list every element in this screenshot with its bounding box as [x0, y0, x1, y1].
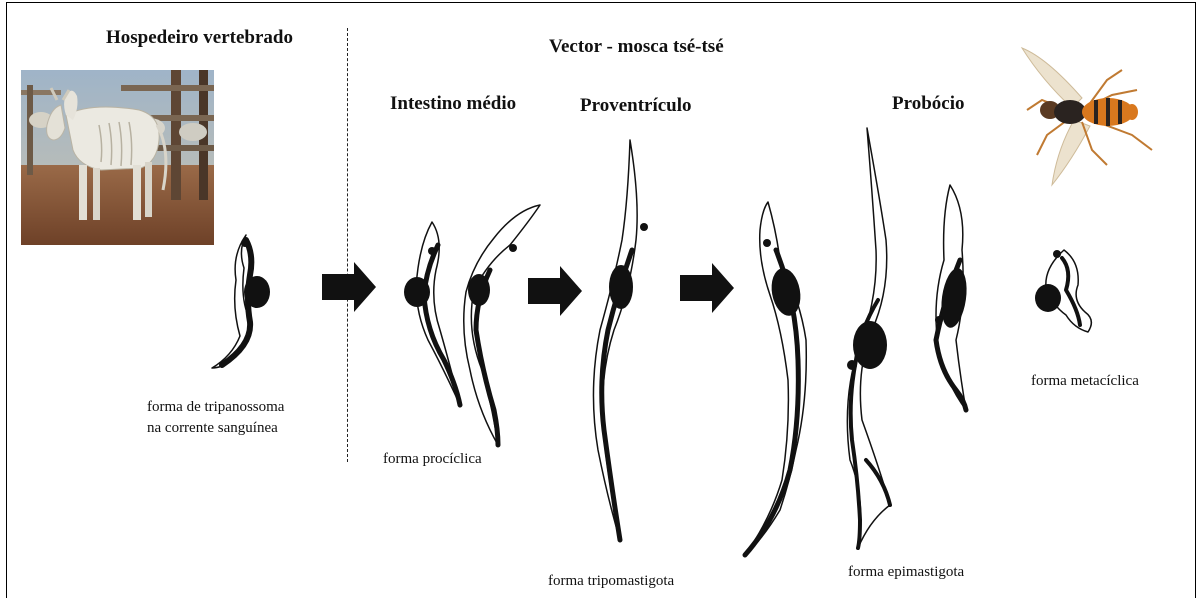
- epimastigote-form-3: [935, 185, 970, 410]
- bloodstream-trypanosome: [212, 235, 270, 368]
- epimastigote-form-2: [847, 128, 890, 548]
- trypomastigote-form: [593, 140, 648, 540]
- procyclic-trypanosome-1: [404, 222, 460, 405]
- arrow-right-icon: [322, 262, 376, 312]
- procyclic-trypanosome-2: [464, 205, 540, 445]
- arrow-right-icon: [680, 263, 734, 313]
- metacyclic-form: [1035, 250, 1091, 332]
- epimastigote-form-1: [745, 202, 806, 555]
- arrow-right-icon: [528, 266, 582, 316]
